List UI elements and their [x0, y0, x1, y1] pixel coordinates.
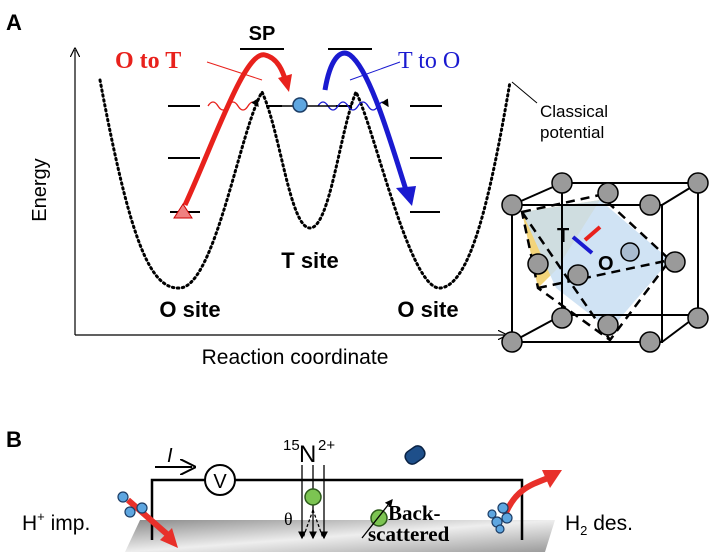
h2-desorb-label: H2 des. [565, 512, 633, 538]
panel-b-label: B [6, 427, 22, 452]
start-triangle-icon [173, 203, 193, 219]
crystal-t-label: T [557, 225, 569, 247]
backscattered-label-2: scattered [368, 522, 450, 546]
t-site-label: T site [281, 248, 338, 273]
detector-icon [404, 445, 426, 465]
crystal-o-label: O [598, 253, 614, 275]
o-to-t-arrow [182, 52, 289, 207]
crystal-lattice [501, 172, 709, 353]
o-to-t-label: O to T [115, 48, 181, 74]
backscattered-label-1: Back- [388, 501, 441, 525]
ion-symbol: N [299, 441, 316, 468]
saddle-point-label: SP [249, 23, 276, 45]
t-to-o-arrow [322, 50, 409, 191]
classical-potential-curve [98, 78, 512, 290]
nitrogen-ion-icon [304, 488, 322, 506]
o-site-right-label: O site [397, 297, 458, 322]
hydrogen-atom-icon [292, 97, 308, 113]
wave-left [207, 98, 259, 111]
o-site-left-label: O site [159, 297, 220, 322]
axes [75, 50, 505, 335]
h2-molecules-icon [487, 502, 513, 534]
panel-a-label: A [6, 10, 22, 35]
y-axis-label: Energy [29, 158, 51, 221]
x-axis-label: Reaction coordinate [202, 346, 389, 369]
ion-mass: 15 [283, 437, 300, 454]
sample-surface [125, 520, 555, 552]
t-to-o-label: T to O [398, 48, 460, 74]
h2-desorb-arrow [502, 475, 550, 517]
current-label: I [167, 445, 173, 467]
classical-potential-pointer [511, 81, 538, 104]
voltmeter-icon [204, 464, 236, 496]
voltmeter-label: V [213, 471, 227, 493]
h-implant-atoms-icon [117, 491, 148, 518]
classical-potential-label-2: potential [540, 123, 604, 142]
classical-potential-label-1: Classical [540, 102, 608, 121]
h-implant-label: H+ imp. [22, 509, 90, 535]
h-implant-arrow [126, 497, 170, 538]
ion-charge: 2+ [318, 437, 335, 454]
angle-label: θ [284, 509, 293, 529]
